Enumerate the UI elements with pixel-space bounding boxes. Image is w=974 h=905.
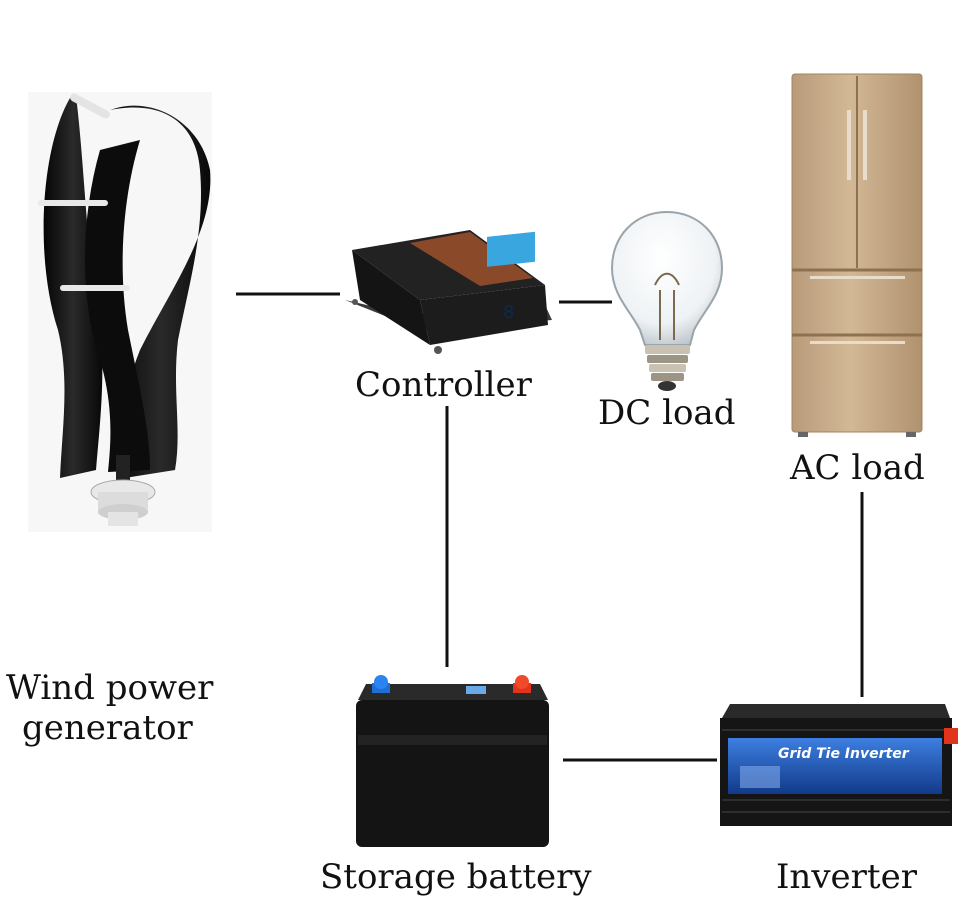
battery-icon [356, 675, 549, 847]
controller-label: Controller [355, 365, 532, 405]
inverter-icon: Grid Tie Inverter [720, 704, 958, 826]
inverter-brand-text: Grid Tie Inverter [778, 746, 910, 762]
controller-display-digit: 8 [503, 302, 514, 323]
refrigerator-icon [791, 73, 923, 437]
wind-generator-label-line1: Wind power [6, 668, 214, 708]
dc-load-label: DC load [598, 393, 736, 433]
wind-generator-label-line2: generator [22, 708, 193, 748]
inverter-label: Inverter [776, 857, 917, 897]
charge-controller-icon: 8 [345, 230, 552, 354]
wind-generator-label: Wind power generator [6, 668, 236, 748]
storage-battery-label: Storage battery [320, 857, 592, 897]
wind-turbine-icon [28, 92, 212, 532]
connection-lines [236, 292, 864, 762]
ac-load-label: AC load [790, 448, 925, 488]
light-bulb-icon [610, 210, 724, 391]
